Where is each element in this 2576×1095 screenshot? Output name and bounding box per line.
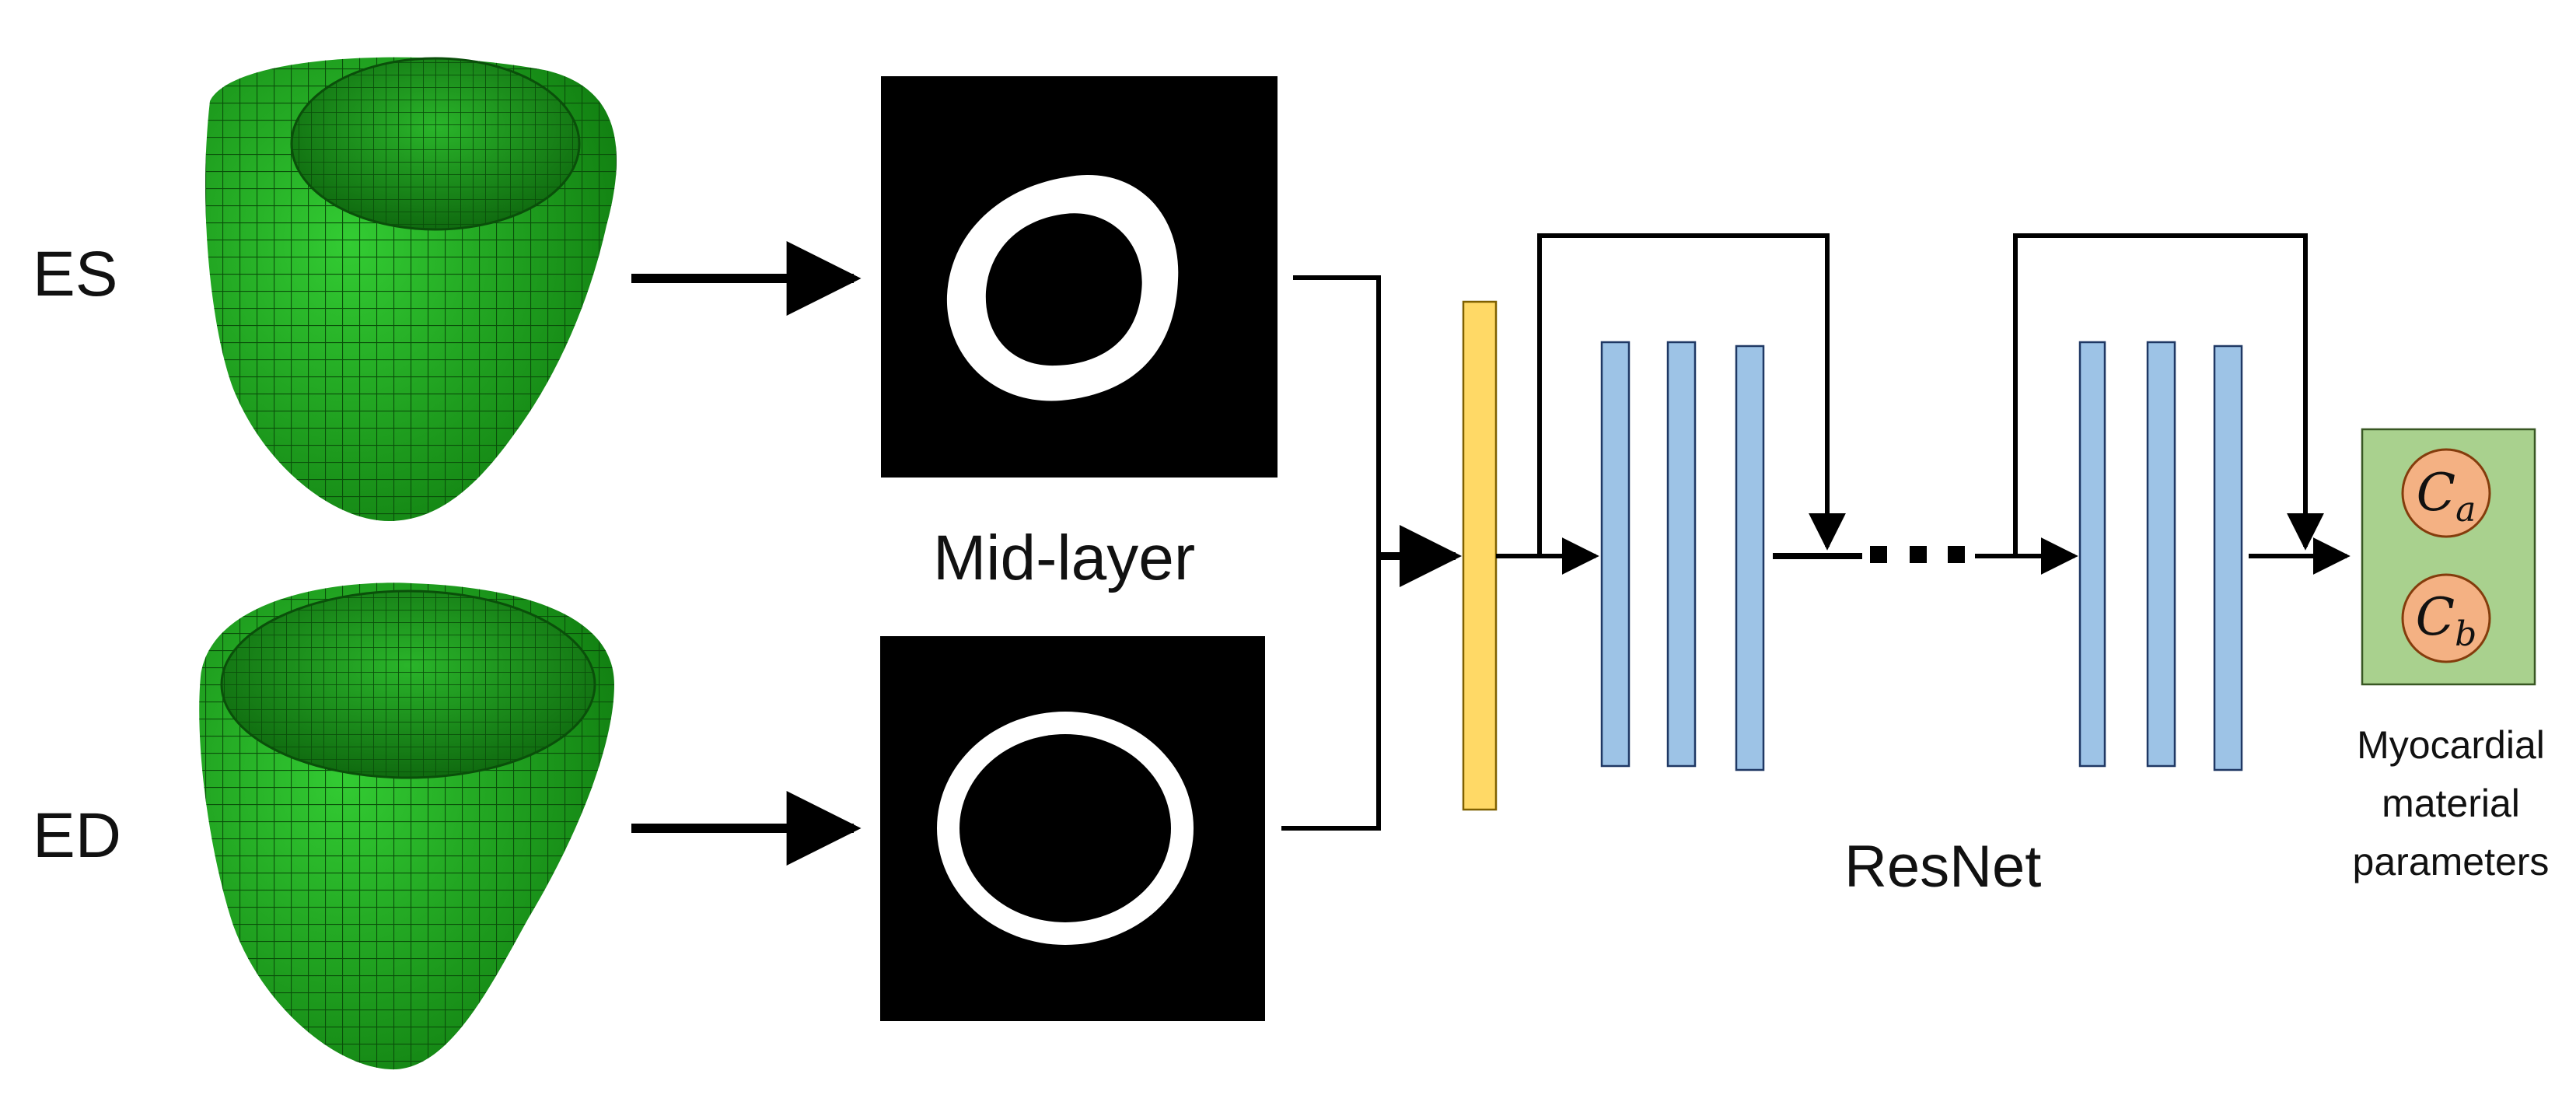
svg-text:parameters: parameters: [2353, 840, 2550, 883]
resnet-layer: [2146, 341, 2176, 768]
param-ca-label: Ca: [2417, 463, 2476, 530]
ed-heart-mesh: [199, 582, 614, 1070]
output-box: Ca Cb: [2361, 428, 2536, 686]
es-label: ES: [33, 239, 117, 310]
ellipsis-dots: [1870, 546, 1965, 563]
param-ca-node: [2401, 448, 2491, 538]
svg-text:Myocardial: Myocardial: [2357, 723, 2545, 767]
concat-layer: [1462, 300, 1498, 811]
svg-text:material: material: [2382, 782, 2520, 825]
ed-label: ED: [33, 800, 121, 871]
es-midlayer-slice: [881, 76, 1278, 478]
residual-block-1: [1496, 233, 1862, 771]
resnet-layer: [1600, 341, 1631, 768]
resnet-layer: [1735, 345, 1765, 771]
ed-midlayer-slice: [880, 636, 1265, 1021]
resnet-layer: [2078, 341, 2106, 768]
output-caption: Myocardial material parameters: [2353, 723, 2550, 883]
resnet-label: ResNet: [1844, 834, 2041, 900]
param-cb-node: [2401, 573, 2491, 663]
resnet-layer: [2213, 345, 2243, 771]
merge-connector: [1281, 275, 1462, 831]
mid-layer-label: Mid-layer: [933, 523, 1195, 593]
resnet-layer: [1666, 341, 1697, 768]
param-cb-label: Cb: [2416, 587, 2477, 654]
residual-block-2: [1975, 233, 2351, 771]
es-heart-mesh: [205, 57, 617, 521]
